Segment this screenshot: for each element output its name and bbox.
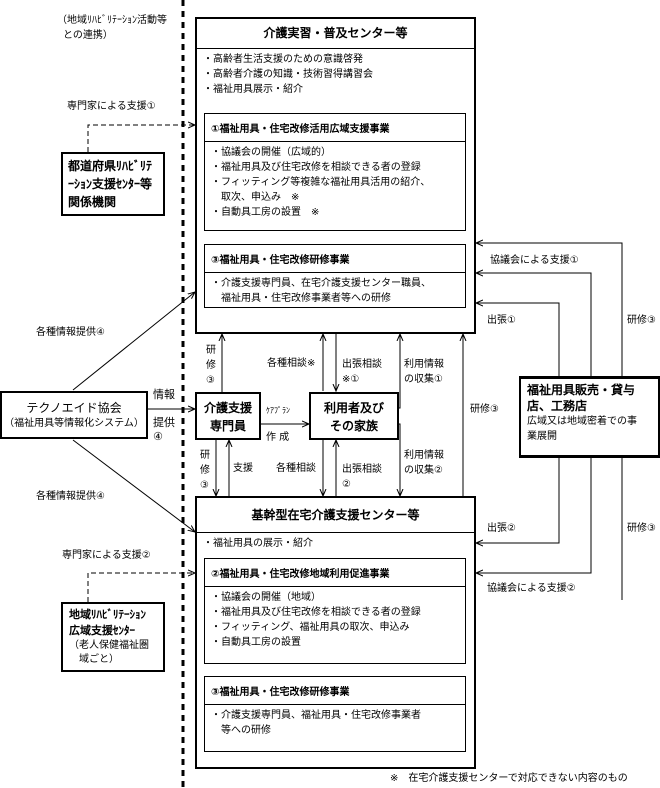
project-3-box-top: ③福祉用具・住宅改修研修事業 ・介護支援専門員、在宅介護支援センター職員、 福祉… <box>204 244 466 308</box>
project-1-box: ①福祉用具・住宅改修活用広域支援事業 ・協議会の開催（広域的） ・福祉用具及び住… <box>204 113 466 231</box>
regional-rehab-note-2: との連携） <box>63 30 113 41</box>
project-3-title-top: ③福祉用具・住宅改修研修事業 <box>205 245 465 273</box>
user-and-family: 利用者及び その家族 <box>309 392 399 440</box>
regional-rehab-note: （地域ﾘﾊﾋﾞﾘﾃｰｼｮﾝ活動等 <box>57 15 167 26</box>
care-training-center-title: 介護実習・普及センター等 <box>197 19 474 49</box>
info-provision-bottom-label: 各種情報提供④ <box>36 491 105 502</box>
project-2-box: ②福祉用具・住宅改修地域利用促進事業 ・協議会の開催（地域） ・福祉用具及び住宅… <box>204 558 466 664</box>
techno-aid-association: テクノエイド協会 （福祉用具等情報化システム） <box>0 391 148 439</box>
link-expert-support-1 <box>87 125 195 152</box>
expert-support-1-label: 専門家による支援① <box>67 101 156 112</box>
dealer-store: 福祉用具販売・貸与 店、工務店 広域又は地域密着での事 業展開 <box>519 377 660 457</box>
regional-rehab-center: 地域ﾘﾊﾋﾞﾘﾃｰｼｮﾝ 広域支援ｾﾝﾀｰ （老人保健福祉圏 域ごと） <box>61 602 165 672</box>
care-training-center-items: ・高齢者生活支援のための意識啓発 ・高齢者介護の知識・技術習得講習会 ・福祉用具… <box>203 54 373 95</box>
link-techno-bottom <box>72 439 195 532</box>
info-provision-top-label: 各種情報提供④ <box>36 327 105 338</box>
link-techno-top <box>72 292 195 391</box>
home-care-support-center: 基幹型在宅介護支援センター等 ・福祉用具の展示・紹介 ②福祉用具・住宅改修地域利… <box>195 496 476 769</box>
pref-rehab-center: 都道府県ﾘﾊﾋﾞﾘﾃ ｰｼｮﾝ支援ｾﾝﾀｰ等 関係機関 <box>61 152 165 216</box>
project-1-title: ①福祉用具・住宅改修活用広域支援事業 <box>205 114 465 142</box>
care-manager: 介護支援 専門員 <box>195 392 261 440</box>
project-3-box-bottom: ③福祉用具・住宅改修研修事業 ・介護支援専門員、福祉用具・住宅改修事業者 等への… <box>204 676 466 752</box>
care-training-center: 介護実習・普及センター等 ・高齢者生活支援のための意識啓発 ・高齢者介護の知識・… <box>195 17 476 334</box>
footnote: ※ 在宅介護支援センターで対応できない内容のもの <box>390 773 628 784</box>
link-expert-support-2 <box>87 573 195 602</box>
